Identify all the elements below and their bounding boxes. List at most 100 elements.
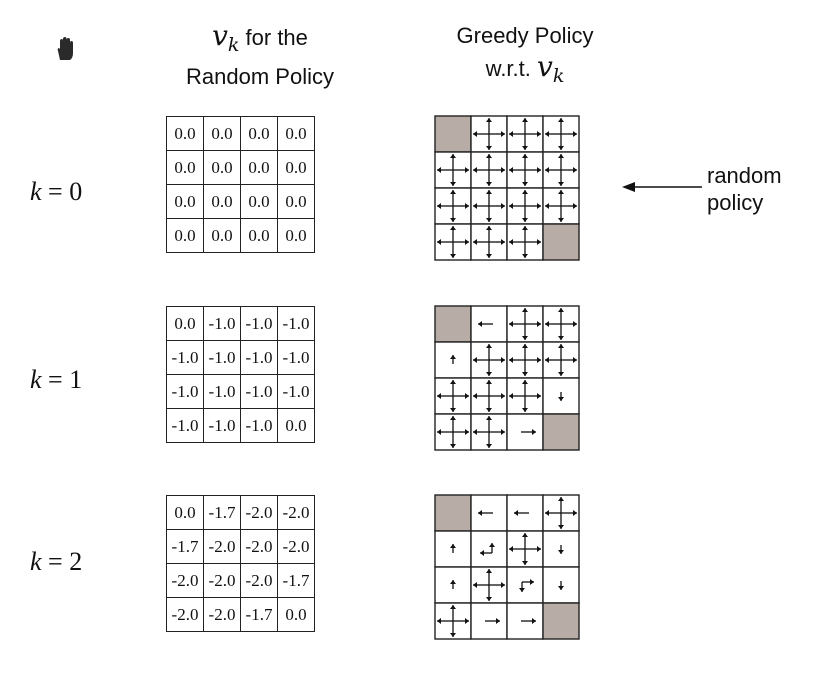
k-label: k = 2: [30, 547, 83, 576]
policy-grid: [434, 305, 580, 451]
value-cell: -1.0: [277, 340, 315, 375]
value-grid: 0.0-1.7-2.0-2.0-1.7-2.0-2.0-2.0-2.0-2.0-…: [166, 495, 315, 632]
policy-cell: [542, 115, 580, 153]
value-cell: 0.0: [277, 597, 315, 632]
policy-cell: [470, 151, 508, 189]
policy-cell: [542, 530, 580, 568]
policy-grid: [434, 494, 580, 640]
policy-cell: [542, 566, 580, 604]
arrow-left-icon: [622, 182, 702, 192]
value-cell: -1.0: [240, 374, 278, 409]
policy-grid: [434, 115, 580, 261]
value-cell: -1.7: [277, 563, 315, 598]
policy-cell: [470, 602, 508, 640]
policy-cell: [470, 223, 508, 261]
value-cell: -1.0: [203, 340, 241, 375]
math-v: vk: [537, 50, 565, 87]
terminal-cell: [434, 305, 472, 343]
k-label: k = 0: [30, 177, 83, 206]
policy-cell: [470, 566, 508, 604]
value-grid: 0.0-1.0-1.0-1.0-1.0-1.0-1.0-1.0-1.0-1.0-…: [166, 306, 315, 443]
policy-cell: [434, 187, 472, 225]
value-cell: 0.0: [240, 150, 278, 185]
value-cell: -1.0: [166, 340, 204, 375]
value-cell: 0.0: [166, 218, 204, 253]
value-cell: 0.0: [277, 218, 315, 253]
value-row: -1.7-2.0-2.0-2.0: [166, 529, 315, 564]
policy-cell: [506, 377, 544, 415]
policy-cell: [506, 151, 544, 189]
value-row: -1.0-1.0-1.0-1.0: [166, 340, 315, 375]
value-cell: 0.0: [240, 116, 278, 151]
policy-cell: [542, 305, 580, 343]
policy-cell: [434, 413, 472, 451]
value-row: 0.0-1.0-1.0-1.0: [166, 306, 315, 341]
value-cell: -2.0: [203, 563, 241, 598]
policy-cell: [470, 305, 508, 343]
value-cell: 0.0: [203, 150, 241, 185]
value-cell: -2.0: [240, 563, 278, 598]
annotation-line1: random: [707, 163, 782, 188]
policy-cell: [542, 377, 580, 415]
policy-cell: [506, 602, 544, 640]
header-greedy-policy-line1: Greedy Policy: [456, 23, 594, 48]
value-row: -1.0-1.0-1.0-1.0: [166, 374, 315, 409]
value-cell: 0.0: [203, 184, 241, 219]
policy-cell: [434, 341, 472, 379]
policy-cell: [434, 602, 472, 640]
terminal-cell: [434, 494, 472, 532]
hand-cursor-icon: [57, 37, 73, 60]
terminal-cell: [542, 413, 580, 451]
value-cell: 0.0: [240, 218, 278, 253]
terminal-cell: [542, 223, 580, 261]
policy-cell: [506, 115, 544, 153]
value-cell: -2.0: [166, 563, 204, 598]
policy-cell: [506, 530, 544, 568]
value-cell: -2.0: [277, 495, 315, 530]
header-random-policy: vk for the Random Policy: [160, 20, 360, 92]
policy-cell: [470, 187, 508, 225]
terminal-cell: [542, 602, 580, 640]
value-cell: 0.0: [166, 184, 204, 219]
policy-cell: [542, 341, 580, 379]
value-cell: -1.0: [203, 408, 241, 443]
value-cell: -1.0: [203, 374, 241, 409]
value-cell: -1.0: [166, 374, 204, 409]
value-cell: 0.0: [277, 408, 315, 443]
policy-cell: [470, 494, 508, 532]
value-cell: 0.0: [203, 116, 241, 151]
value-cell: -2.0: [166, 597, 204, 632]
policy-cell: [470, 115, 508, 153]
value-cell: -1.7: [203, 495, 241, 530]
terminal-cell: [434, 115, 472, 153]
annotation-line2: policy: [707, 190, 764, 215]
value-cell: -2.0: [203, 597, 241, 632]
value-cell: -2.0: [240, 495, 278, 530]
policy-cell: [434, 530, 472, 568]
policy-cell: [506, 187, 544, 225]
value-cell: 0.0: [203, 218, 241, 253]
policy-cell: [506, 494, 544, 532]
value-row: 0.0-1.7-2.0-2.0: [166, 495, 315, 530]
policy-cell: [506, 413, 544, 451]
policy-cell: [470, 377, 508, 415]
policy-cell: [506, 305, 544, 343]
header-greedy-policy-line2: w.r.t. vk: [485, 50, 565, 87]
value-cell: -1.7: [166, 529, 204, 564]
policy-cell: [470, 530, 508, 568]
value-cell: -1.0: [240, 408, 278, 443]
k-label: k = 1: [30, 365, 83, 394]
value-cell: 0.0: [277, 150, 315, 185]
policy-cell: [506, 223, 544, 261]
policy-cell: [434, 566, 472, 604]
header-greedy-policy: Greedy Policy w.r.t. vk: [420, 20, 630, 92]
value-cell: 0.0: [166, 495, 204, 530]
value-cell: -1.0: [277, 374, 315, 409]
policy-cell: [506, 566, 544, 604]
random-policy-annotation: random policy: [707, 162, 782, 216]
